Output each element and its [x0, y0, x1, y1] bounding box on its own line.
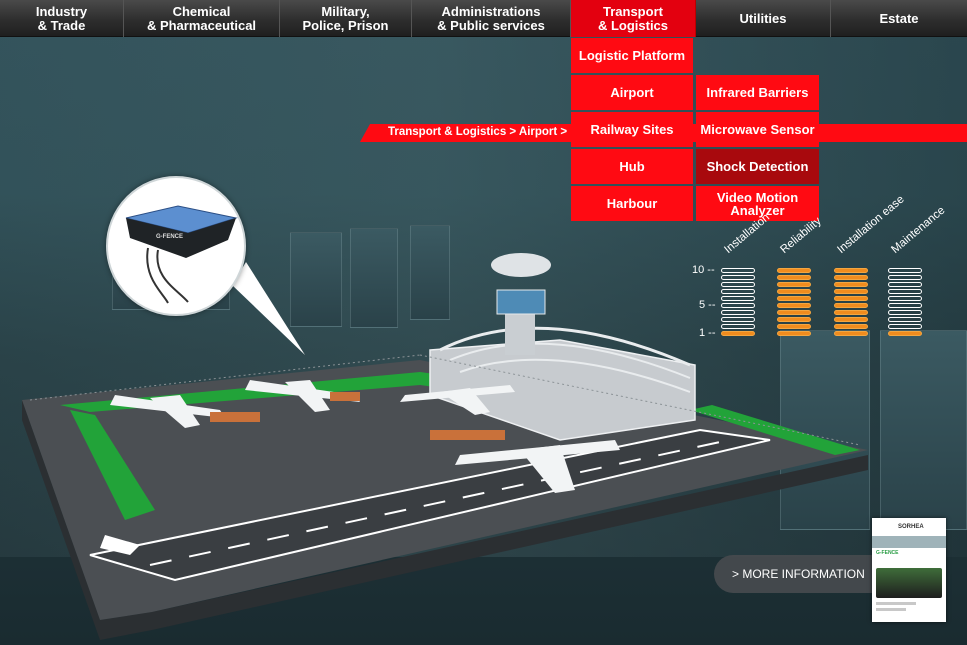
submenu-sites: Logistic Platform Airport Railway Sites …	[571, 38, 693, 221]
grass-strip-left	[70, 410, 155, 520]
tower-body	[505, 310, 535, 355]
rating-bar	[888, 282, 922, 287]
device-brand: G-FENCE	[156, 234, 183, 240]
rating-bars-installation	[721, 268, 755, 338]
airplane	[110, 380, 620, 493]
submenu-products: Infrared Barriers Microwave Sensor Shock…	[696, 75, 819, 221]
bubble-pointer	[232, 262, 305, 355]
rating-bar	[834, 331, 868, 336]
submenu-logistic-platform[interactable]: Logistic Platform	[571, 38, 693, 73]
hangar-arch	[439, 326, 691, 367]
rating-bar	[721, 296, 755, 301]
rating-bar	[888, 317, 922, 322]
rating-bar	[888, 289, 922, 294]
product-shock-detection[interactable]: Shock Detection	[696, 149, 819, 184]
rating-bars-installation-ease	[834, 268, 868, 338]
rating-bar	[888, 275, 922, 280]
breadcrumb: Transport & Logistics > Airport >	[388, 126, 568, 138]
submenu-hub[interactable]: Hub	[571, 149, 693, 184]
device-body	[126, 218, 236, 258]
rating-bar	[777, 317, 811, 322]
rating-bar	[721, 303, 755, 308]
rating-bar	[888, 296, 922, 301]
brochure-brand: SORHEA	[898, 524, 924, 530]
rating-bar	[777, 282, 811, 287]
rating-bar	[721, 324, 755, 329]
rating-bar	[777, 268, 811, 273]
submenu-airport[interactable]: Airport	[571, 75, 693, 110]
rating-bar	[721, 310, 755, 315]
rating-bar	[777, 289, 811, 294]
rating-bar	[888, 310, 922, 315]
brochure-title: G-FENCE	[876, 550, 899, 556]
rating-bar	[834, 296, 868, 301]
scale-label-10: 10 --	[692, 264, 715, 276]
rating-bar	[777, 310, 811, 315]
nav-chemical-pharmaceutical[interactable]: Chemical & Pharmaceutical	[124, 0, 280, 37]
dock-door	[290, 232, 342, 327]
rating-bar	[721, 289, 755, 294]
more-information-button[interactable]: > MORE INFORMATION	[714, 555, 884, 593]
product-infrared-barriers[interactable]: Infrared Barriers	[696, 75, 819, 110]
rating-bar	[834, 268, 868, 273]
rating-bar	[834, 303, 868, 308]
rating-bar	[888, 303, 922, 308]
rating-bars-reliability	[777, 268, 811, 338]
scale-label-1: 1 --	[699, 327, 716, 339]
nav-military-police-prison[interactable]: Military, Police, Prison	[280, 0, 412, 37]
grass-strip-right	[690, 405, 860, 455]
rating-bar	[721, 331, 755, 336]
device-zoom-bubble: G-FENCE	[106, 176, 246, 316]
rating-bar	[834, 324, 868, 329]
rating-bar	[888, 324, 922, 329]
nav-administrations-public-services[interactable]: Administrations & Public services	[412, 0, 571, 37]
taxiway	[100, 535, 140, 555]
tower-cabin	[496, 289, 546, 315]
rating-bar	[888, 331, 922, 336]
dock-door	[410, 225, 450, 320]
rating-bar	[834, 317, 868, 322]
rating-bar	[777, 303, 811, 308]
rating-bar	[777, 275, 811, 280]
brochure-thumbnail[interactable]: SORHEA G-FENCE	[872, 518, 946, 622]
rating-bar	[777, 296, 811, 301]
nav-utilities[interactable]: Utilities	[696, 0, 831, 37]
submenu-harbour[interactable]: Harbour	[571, 186, 693, 221]
rating-bars-maintenance	[888, 268, 922, 338]
product-video-motion-analyzer[interactable]: Video Motion Analyzer	[696, 186, 819, 221]
rating-bar	[721, 275, 755, 280]
rating-bar	[834, 282, 868, 287]
scale-label-5: 5 --	[699, 299, 716, 311]
submenu-railway-sites[interactable]: Railway Sites	[571, 112, 693, 147]
tower-radar	[491, 253, 551, 277]
nav-estate[interactable]: Estate	[879, 10, 919, 26]
more-information-label: > MORE INFORMATION	[732, 567, 865, 581]
rating-bar	[834, 275, 868, 280]
nav-industry-trade[interactable]: Industry & Trade	[0, 0, 124, 37]
device-cable	[146, 247, 169, 304]
rating-bar	[777, 324, 811, 329]
rating-bar	[721, 282, 755, 287]
g-fence-device-image	[125, 205, 238, 304]
rating-bar	[721, 317, 755, 322]
rating-bar	[834, 289, 868, 294]
rating-bar	[721, 268, 755, 273]
runway-centerline	[149, 441, 721, 566]
product-microwave-sensor[interactable]: Microwave Sensor	[696, 112, 819, 147]
top-navigation: Industry & Trade Chemical & Pharmaceutic…	[0, 0, 967, 37]
rating-bar	[888, 268, 922, 273]
nav-transport-logistics[interactable]: Transport & Logistics	[571, 0, 696, 37]
rating-bar	[777, 331, 811, 336]
rating-bar	[834, 310, 868, 315]
dock-door	[350, 228, 398, 328]
